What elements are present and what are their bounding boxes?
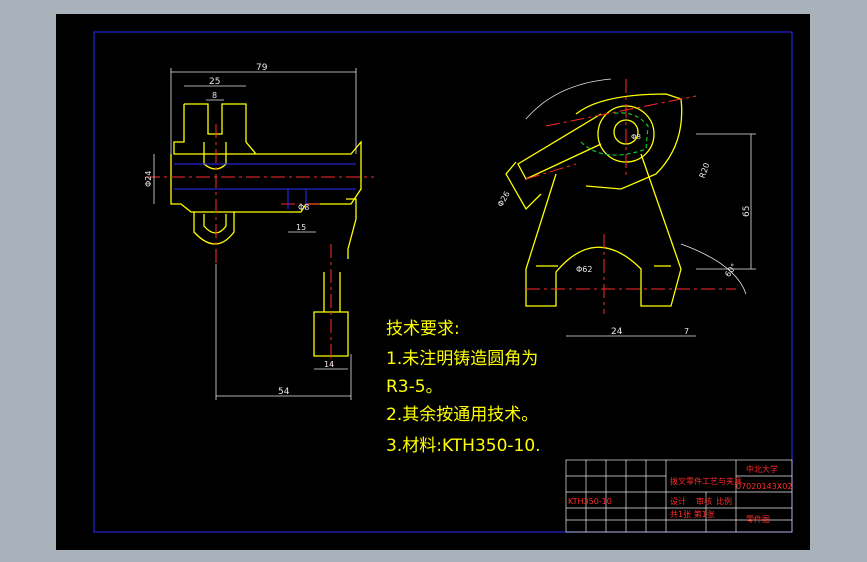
- dim-arm-dia: Φ26: [496, 190, 512, 209]
- drawing-canvas: 79 25 8 Φ24 Φ8 15 14 54 R20 Φ26 Φ62 24 7…: [56, 14, 810, 550]
- right-upper-arm: [575, 93, 683, 190]
- left-pin: [313, 311, 349, 357]
- dim-base: 54: [278, 387, 290, 397]
- outer-frame: [93, 31, 793, 533]
- right-fork: [525, 153, 682, 307]
- left-centerlines: [146, 124, 374, 369]
- title-designer: 设计: [670, 496, 686, 506]
- left-body-outline: [170, 103, 362, 213]
- dim-boss-dia: Φ8: [631, 133, 641, 141]
- notes-line1a: 1.未注明铸造圆角为: [386, 349, 538, 369]
- left-lower-lug-inner: [203, 214, 227, 234]
- dim-slot-outer: 25: [209, 77, 220, 87]
- title-drawing-no: 07020143X02: [736, 482, 792, 491]
- title-sheet: 共1张 第1张: [670, 509, 715, 519]
- left-view: [170, 103, 362, 357]
- notes-heading: 技术要求:: [386, 319, 460, 339]
- right-centerlines: [525, 79, 736, 314]
- left-boss: [346, 198, 357, 259]
- dim-radius: R20: [698, 162, 712, 180]
- dim-pin: 14: [324, 360, 334, 369]
- title-company: 零件图: [746, 514, 770, 524]
- technical-notes: 技术要求: 1.未注明铸造圆角为 R3-5。 2.其余按通用技术。 3.材料:K…: [386, 319, 541, 456]
- title-checker: 审核: [696, 496, 712, 506]
- title-block: [565, 459, 793, 533]
- dim-fork-width: 24: [611, 327, 623, 337]
- title-part-name: 拨叉零件工艺与夹具: [670, 476, 742, 486]
- right-dimension-lines: [525, 78, 756, 337]
- notes-line1b: R3-5。: [386, 377, 443, 397]
- right-arm-end: [505, 161, 542, 211]
- dim-overall-width: 79: [256, 63, 268, 73]
- dim-fork-gap: 7: [684, 327, 689, 336]
- right-angled-arm: [517, 113, 602, 180]
- title-university: 中北大学: [746, 464, 778, 474]
- right-view: [505, 93, 683, 307]
- title-material: KTH350-10: [568, 497, 612, 506]
- left-lower-lug: [193, 212, 235, 245]
- notes-line2: 2.其余按通用技术。: [386, 405, 538, 425]
- left-pin-shaft: [323, 272, 341, 312]
- notes-line3: 3.材料:KTH350-10.: [386, 436, 541, 456]
- dim-height: Φ24: [144, 171, 153, 187]
- dim-step: 15: [296, 223, 306, 232]
- dim-slot-inner: 8: [212, 91, 217, 100]
- right-boss-inner: [613, 119, 639, 145]
- dim-angle: 60°: [723, 262, 739, 279]
- dim-vertical: 65: [742, 206, 752, 217]
- left-top-hole: [203, 142, 227, 170]
- left-dimension-lines: [153, 68, 357, 400]
- dim-hole: Φ8: [298, 203, 309, 212]
- dim-fork-dia: Φ62: [576, 265, 592, 274]
- left-hidden: [174, 163, 356, 209]
- cad-drawing: 79 25 8 Φ24 Φ8 15 14 54 R20 Φ26 Φ62 24 7…: [93, 31, 793, 533]
- title-scale: 比例: [716, 496, 732, 506]
